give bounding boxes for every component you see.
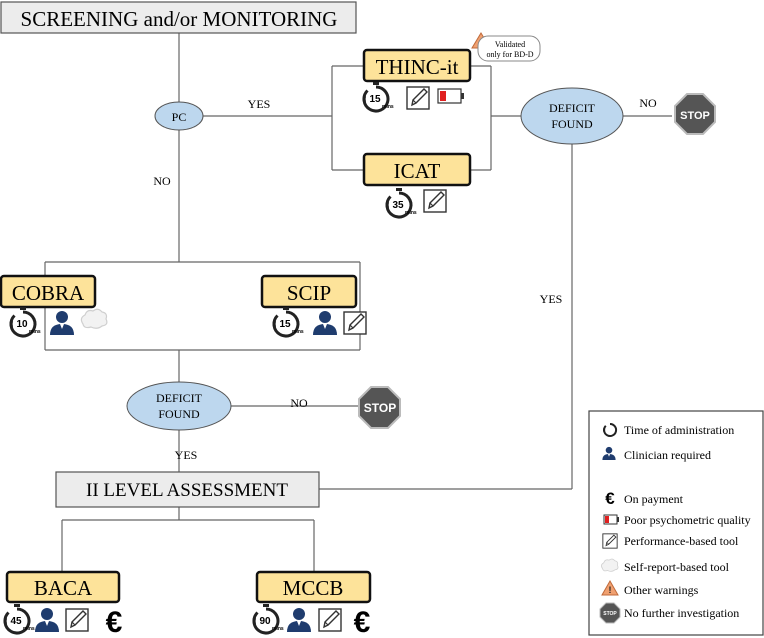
svg-text:15: 15 bbox=[369, 94, 381, 105]
svg-text:STOP: STOP bbox=[680, 110, 710, 122]
baca-name: BACA bbox=[34, 576, 93, 600]
scip-timer-icon: 15 mins bbox=[272, 305, 304, 338]
legend-label-stop: No further investigation bbox=[624, 606, 739, 620]
pc-no-label: NO bbox=[153, 174, 171, 188]
screening-header-title: SCREENING and/or MONITORING bbox=[21, 7, 338, 31]
icat-pencil-square-icon bbox=[423, 189, 447, 213]
svg-text:mins: mins bbox=[292, 329, 304, 335]
svg-text:mins: mins bbox=[23, 626, 35, 632]
svg-text:mins: mins bbox=[272, 626, 284, 632]
second-level-title: II LEVEL ASSESSMENT bbox=[86, 480, 288, 501]
deficit-left-node bbox=[126, 381, 232, 431]
cobra-thought-cloud-icon bbox=[80, 308, 108, 329]
deficit-right-yes-label: YES bbox=[540, 292, 563, 306]
screening-header-box bbox=[0, 1, 357, 34]
baca-timer-icon: 45 mins bbox=[3, 602, 35, 635]
thinc-it-timer-icon: 15 mins bbox=[362, 80, 394, 113]
deficit-right-line1: DEFICIT bbox=[549, 101, 596, 115]
legend-label-payment: On payment bbox=[624, 492, 684, 506]
deficit-left-yes-label: YES bbox=[175, 448, 198, 462]
svg-text:mins: mins bbox=[382, 104, 394, 110]
baca-box bbox=[5, 570, 121, 604]
legend-euro-icon: € bbox=[605, 489, 615, 508]
svg-text:STOP: STOP bbox=[603, 611, 617, 617]
mccb-clinician-icon bbox=[287, 608, 311, 632]
thinc-it-battery-low-icon bbox=[437, 88, 464, 104]
stop-sign-left-icon: STOP bbox=[358, 386, 401, 429]
svg-text:10: 10 bbox=[16, 319, 28, 330]
pc-yes-label: YES bbox=[248, 97, 271, 111]
validation-note-line2: only for BD-D bbox=[486, 50, 533, 59]
connectors bbox=[44, 33, 672, 574]
deficit-left-no-label: NO bbox=[290, 396, 308, 410]
svg-text:!: ! bbox=[609, 585, 612, 595]
scip-box bbox=[260, 274, 358, 309]
legend-battery-low-icon bbox=[603, 514, 619, 525]
svg-text:15: 15 bbox=[279, 319, 291, 330]
icat-box bbox=[362, 152, 472, 187]
cobra-clinician-icon bbox=[50, 311, 74, 335]
scip-pencil-square-icon bbox=[343, 311, 367, 335]
baca-euro-icon: € bbox=[106, 606, 123, 638]
icat-name: ICAT bbox=[394, 159, 441, 183]
mccb-euro-icon: € bbox=[354, 606, 371, 638]
validation-note-bubble bbox=[477, 35, 541, 62]
svg-text:90: 90 bbox=[259, 616, 271, 627]
thinc-it-box bbox=[362, 48, 472, 83]
cobra-timer-icon: 10 mins bbox=[9, 305, 41, 338]
svg-text:35: 35 bbox=[392, 200, 404, 211]
svg-text:STOP: STOP bbox=[364, 401, 396, 415]
baca-clinician-icon bbox=[35, 608, 59, 632]
legend-warning-triangle-icon: ! bbox=[601, 579, 619, 596]
deficit-left-line2: FOUND bbox=[158, 407, 200, 421]
svg-text:mins: mins bbox=[405, 210, 417, 216]
stop-sign-right-icon: STOP bbox=[674, 93, 716, 135]
legend-label-self-report: Self-report-based tool bbox=[624, 560, 730, 574]
legend-timer-icon bbox=[603, 422, 618, 437]
cobra-name: COBRA bbox=[12, 281, 85, 305]
legend-label-time: Time of administration bbox=[624, 423, 734, 437]
thinc-it-name: THINC-it bbox=[376, 55, 459, 79]
pc-decision-node bbox=[154, 101, 204, 131]
legend-pencil-square-icon bbox=[602, 533, 618, 549]
legend-label-warnings: Other warnings bbox=[624, 583, 699, 597]
second-level-box bbox=[55, 471, 320, 508]
legend-stop-sign-icon: STOP bbox=[599, 602, 621, 624]
deficit-left-line1: DEFICIT bbox=[156, 391, 203, 405]
legend-label-psychometric: Poor psychometric quality bbox=[624, 513, 751, 527]
thinc-it-pencil-square-icon bbox=[406, 86, 430, 110]
deficit-right-line2: FOUND bbox=[551, 117, 593, 131]
validation-note-line1: Validated bbox=[495, 40, 525, 49]
deficit-right-no-label: NO bbox=[639, 96, 657, 110]
cobra-box bbox=[0, 274, 97, 309]
legend: Time of administration Clinician require… bbox=[588, 410, 764, 636]
legend-label-performance: Performance-based tool bbox=[624, 534, 739, 548]
mccb-box bbox=[255, 570, 372, 604]
scip-clinician-icon bbox=[313, 311, 337, 335]
deficit-right-node bbox=[520, 87, 624, 145]
scip-name: SCIP bbox=[287, 281, 331, 305]
mccb-timer-icon: 90 mins bbox=[252, 602, 284, 635]
mccb-pencil-square-icon bbox=[318, 608, 342, 632]
pc-decision-label: PC bbox=[172, 110, 187, 124]
icat-timer-icon: 35 mins bbox=[385, 186, 417, 219]
svg-text:45: 45 bbox=[10, 616, 22, 627]
legend-box bbox=[588, 410, 764, 636]
legend-label-clinician: Clinician required bbox=[624, 448, 711, 462]
svg-text:mins: mins bbox=[29, 329, 41, 335]
mccb-name: MCCB bbox=[283, 576, 344, 600]
baca-pencil-square-icon bbox=[65, 608, 89, 632]
